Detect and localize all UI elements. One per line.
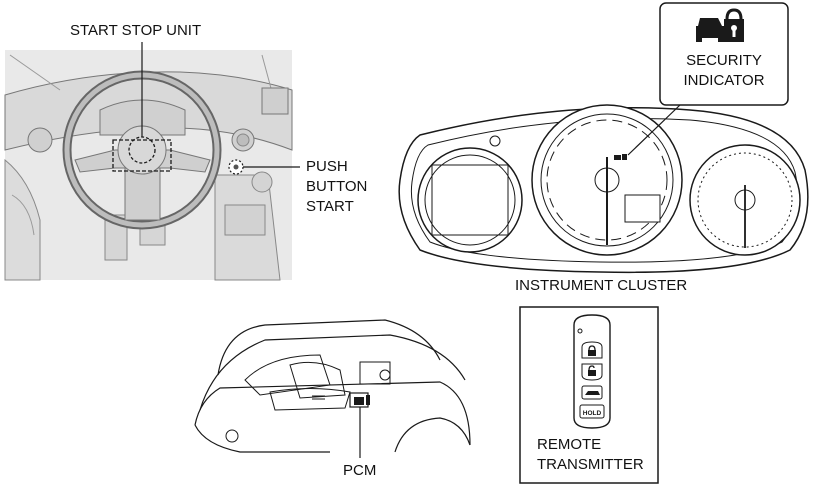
remote-transmitter-label-line1: REMOTE bbox=[537, 436, 602, 453]
push-button-start-label-line1: PUSH bbox=[306, 158, 348, 175]
security-indicator-label-line1: SECURITY bbox=[686, 52, 762, 69]
push-button-start-label-line2: BUTTON bbox=[306, 178, 368, 195]
trunk-button bbox=[581, 385, 603, 400]
pcm-label: PCM bbox=[343, 462, 377, 479]
security-indicator-icon bbox=[696, 8, 744, 42]
hold-button: HOLD bbox=[579, 404, 605, 419]
security-indicator-callout bbox=[659, 2, 789, 106]
hold-button-label: HOLD bbox=[583, 410, 602, 417]
security-indicator-label-line2: INDICATOR bbox=[683, 72, 765, 89]
vehicle-interior-illustration bbox=[4, 42, 300, 281]
pcm-module bbox=[349, 392, 370, 408]
remote-transmitter-label-line2: TRANSMITTER bbox=[537, 456, 644, 473]
push-button-start-label-line3: START bbox=[306, 198, 354, 215]
instrument-cluster-illustration bbox=[398, 104, 809, 274]
engine-compartment-illustration bbox=[194, 319, 471, 458]
start-stop-unit-label: START STOP UNIT bbox=[70, 22, 202, 39]
unlock-button bbox=[581, 363, 603, 381]
instrument-cluster-label: INSTRUMENT CLUSTER bbox=[515, 277, 688, 294]
lock-button bbox=[581, 341, 603, 359]
remote-transmitter-key: HOLD bbox=[573, 314, 611, 429]
remote-transmitter-box: HOLD bbox=[519, 306, 659, 484]
